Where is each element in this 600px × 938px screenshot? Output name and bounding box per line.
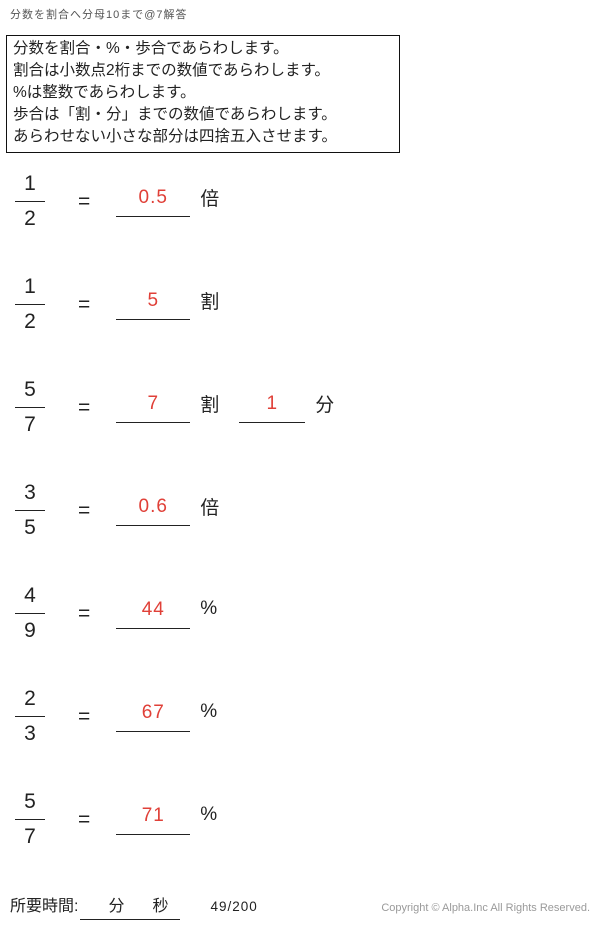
- fraction: 2 3: [8, 687, 52, 746]
- instruction-line-5: あらわせない小さな部分は四捨五入させます。: [13, 128, 337, 145]
- fraction-numerator: 5: [24, 378, 36, 401]
- answer-blank: 44: [116, 598, 191, 629]
- fraction-denominator: 9: [24, 619, 36, 642]
- answer-group: 71 %: [90, 804, 217, 835]
- fraction-numerator: 5: [24, 790, 36, 813]
- equals-sign: =: [78, 498, 91, 522]
- answer-blank: 7: [116, 392, 191, 423]
- unit-label: 倍: [200, 497, 220, 519]
- fraction-denominator: 5: [24, 516, 36, 539]
- problem-row-3: 5 7 = 7 割 1 分: [8, 356, 600, 459]
- equals-sign: =: [78, 807, 91, 831]
- copyright-text: Copyright © Alpha.Inc All Rights Reserve…: [381, 902, 590, 914]
- instruction-line-1: 分数を割合・%・歩合であらわします。: [13, 40, 289, 57]
- instruction-line-2: 割合は小数点2桁までの数値であらわします。: [13, 62, 330, 79]
- equals-sign: =: [78, 395, 91, 419]
- page-number: 49/200: [210, 899, 258, 914]
- instructions-box: 分数を割合・%・歩合であらわします。 割合は小数点2桁までの数値であらわします。…: [6, 35, 400, 153]
- fraction-bar: [15, 304, 45, 305]
- fraction-denominator: 3: [24, 722, 36, 745]
- fraction-bar: [15, 510, 45, 511]
- answer-value: 5: [147, 289, 160, 311]
- problem-row-4: 3 5 = 0.6 倍: [8, 459, 600, 562]
- answer-value: 44: [141, 598, 165, 620]
- fraction-bar: [15, 407, 45, 408]
- fraction: 4 9: [8, 584, 52, 643]
- answer-blank: 1: [239, 392, 306, 423]
- answer-blank: 67: [116, 701, 191, 732]
- answer-blank: 0.5: [116, 186, 191, 217]
- answer-group: 0.5 倍: [90, 184, 219, 220]
- answer-value: 71: [141, 804, 165, 826]
- fraction-denominator: 2: [24, 207, 36, 230]
- fraction-numerator: 1: [24, 275, 36, 298]
- unit-label: %: [200, 598, 218, 620]
- minutes-blank: [80, 910, 108, 911]
- answer-value: 7: [147, 392, 160, 414]
- fraction-bar: [15, 201, 45, 202]
- equals-sign: =: [78, 601, 91, 625]
- fraction: 5 7: [8, 378, 52, 437]
- footer: 所要時間: 分 秒 49/200 Copyright © Alpha.Inc A…: [10, 892, 590, 920]
- fraction: 5 7: [8, 790, 52, 849]
- answer-group: 44 %: [90, 598, 217, 629]
- unit-label: 割: [200, 394, 220, 416]
- unit-label: %: [200, 701, 218, 723]
- problem-row-7: 5 7 = 71 %: [8, 768, 600, 871]
- answer-group: 7 割: [90, 390, 219, 426]
- end-blank: [168, 910, 180, 911]
- time-blank-line: 分 秒: [80, 892, 181, 920]
- unit-label: 割: [200, 291, 220, 313]
- seconds-blank: [124, 910, 152, 911]
- equals-sign: =: [78, 292, 91, 316]
- instruction-line-4: 歩合は「割・分」までの数値であらわします。: [13, 106, 337, 123]
- page-title: 分数を割合へ分母10まで@7解答: [10, 9, 188, 21]
- equals-sign: =: [78, 189, 91, 213]
- fraction-numerator: 1: [24, 172, 36, 195]
- fraction-bar: [15, 819, 45, 820]
- unit-label: %: [200, 804, 218, 826]
- fraction-denominator: 2: [24, 310, 36, 333]
- problem-row-6: 2 3 = 67 %: [8, 665, 600, 768]
- instruction-line-3: %は整数であらわします。: [13, 84, 196, 101]
- problem-row-1: 1 2 = 0.5 倍: [8, 150, 600, 253]
- fraction: 1 2: [8, 275, 52, 334]
- fraction-bar: [15, 716, 45, 717]
- answer-blank: 5: [116, 289, 191, 320]
- answer-value: 1: [266, 392, 279, 414]
- fraction-numerator: 3: [24, 481, 36, 504]
- unit-label: 倍: [200, 188, 220, 210]
- fraction-denominator: 7: [24, 413, 36, 436]
- time-taken-label: 所要時間:: [10, 898, 79, 915]
- answer-group: 0.6 倍: [90, 493, 219, 529]
- unit-label: 分: [315, 394, 335, 416]
- answer-value: 0.6: [138, 495, 168, 517]
- answer-blank: 0.6: [116, 495, 191, 526]
- answer-group: 1 分: [219, 390, 334, 426]
- problem-row-2: 1 2 = 5 割: [8, 253, 600, 356]
- minutes-unit-label: 分: [108, 898, 125, 915]
- answer-group: 67 %: [90, 701, 217, 732]
- fraction-bar: [15, 613, 45, 614]
- problem-row-5: 4 9 = 44 %: [8, 562, 600, 665]
- answer-group: 5 割: [90, 287, 219, 323]
- seconds-unit-label: 秒: [152, 898, 169, 915]
- answer-blank: 71: [116, 804, 191, 835]
- problem-list: 1 2 = 0.5 倍 1 2 = 5 割: [8, 150, 600, 871]
- fraction-numerator: 2: [24, 687, 36, 710]
- answer-value: 0.5: [138, 186, 168, 208]
- fraction: 1 2: [8, 172, 52, 231]
- fraction-numerator: 4: [24, 584, 36, 607]
- fraction: 3 5: [8, 481, 52, 540]
- fraction-denominator: 7: [24, 825, 36, 848]
- answer-value: 67: [141, 701, 165, 723]
- equals-sign: =: [78, 704, 91, 728]
